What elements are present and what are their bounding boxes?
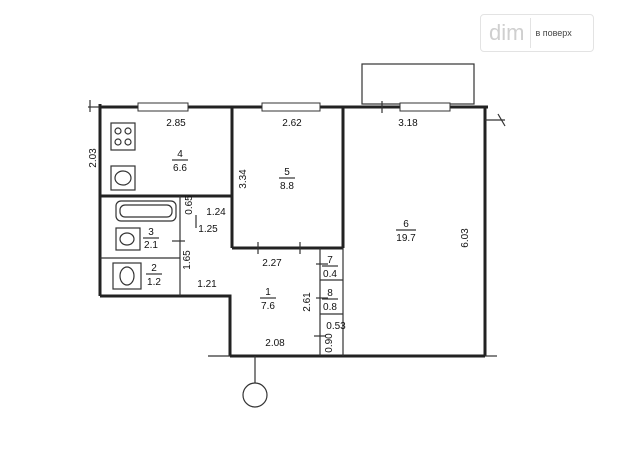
- dim-room6-width: 3.18: [398, 118, 418, 129]
- dim-room5-width: 2.62: [282, 118, 302, 129]
- dim-kitchen-width: 2.85: [166, 118, 186, 129]
- room-6-area: 19.7: [396, 233, 416, 244]
- kitchen-sink-bowl: [114, 170, 132, 186]
- dim-bath-wall: 0.65: [184, 195, 195, 215]
- room-7-number: 7: [327, 255, 333, 266]
- room-8-area: 0.8: [323, 302, 337, 313]
- window: [399, 102, 451, 112]
- bathtub-inner: [119, 204, 173, 218]
- room-1-area: 7.6: [261, 301, 275, 312]
- room-2-number: 2: [151, 263, 157, 274]
- outer-wall-corridor: [100, 294, 232, 356]
- stove-burner: [124, 138, 132, 146]
- dim-corridor-length: 2.61: [302, 292, 313, 312]
- room-5-number: 5: [284, 167, 290, 178]
- dim-bath-door: 1.25: [198, 224, 218, 235]
- stove-burner: [114, 127, 122, 135]
- dim-room6-length: 6.03: [460, 228, 471, 248]
- room-1-number: 1: [265, 287, 271, 298]
- stove-burner: [124, 127, 132, 135]
- room-8-number: 8: [327, 288, 333, 299]
- room-4-number: 4: [177, 149, 183, 160]
- kitchen-sink-icon: [110, 165, 136, 191]
- bathtub-icon: [115, 200, 177, 222]
- room-6-number: 6: [403, 219, 409, 230]
- watermark: dim в поверх: [480, 14, 594, 52]
- bath-sink-icon: [115, 227, 141, 251]
- room-7-area: 0.4: [323, 269, 337, 280]
- window: [137, 102, 189, 112]
- dim-wc-width: 1.21: [197, 279, 217, 290]
- stove-burner: [114, 138, 122, 146]
- watermark-label: в поверх: [535, 28, 572, 38]
- toilet-icon: [112, 262, 142, 290]
- entrance-marker: [242, 382, 268, 408]
- dim-door-width: 0.90: [324, 333, 335, 353]
- stove-icon: [110, 122, 136, 151]
- dim-hall-length: 2.27: [262, 258, 282, 269]
- dim-closet-depth: 0.53: [326, 321, 346, 332]
- dim-hall-width: 1.24: [206, 207, 226, 218]
- balcony: [361, 63, 475, 105]
- wall-tick: [497, 113, 506, 127]
- dim-room5-length: 3.34: [238, 169, 249, 189]
- bath-sink-bowl: [119, 232, 135, 246]
- window: [261, 102, 321, 112]
- room-5-area: 8.8: [280, 181, 294, 192]
- dim-stove-length: 2.03: [88, 148, 99, 168]
- watermark-logo: dim: [481, 18, 532, 48]
- room-3-number: 3: [148, 227, 154, 238]
- room-2-area: 1.2: [147, 277, 161, 288]
- dim-wc-length: 1.65: [182, 250, 193, 270]
- room-3-area: 2.1: [144, 240, 158, 251]
- dim-corridor-width: 2.08: [265, 338, 285, 349]
- room-4-area: 6.6: [173, 163, 187, 174]
- toilet-bowl: [119, 266, 135, 286]
